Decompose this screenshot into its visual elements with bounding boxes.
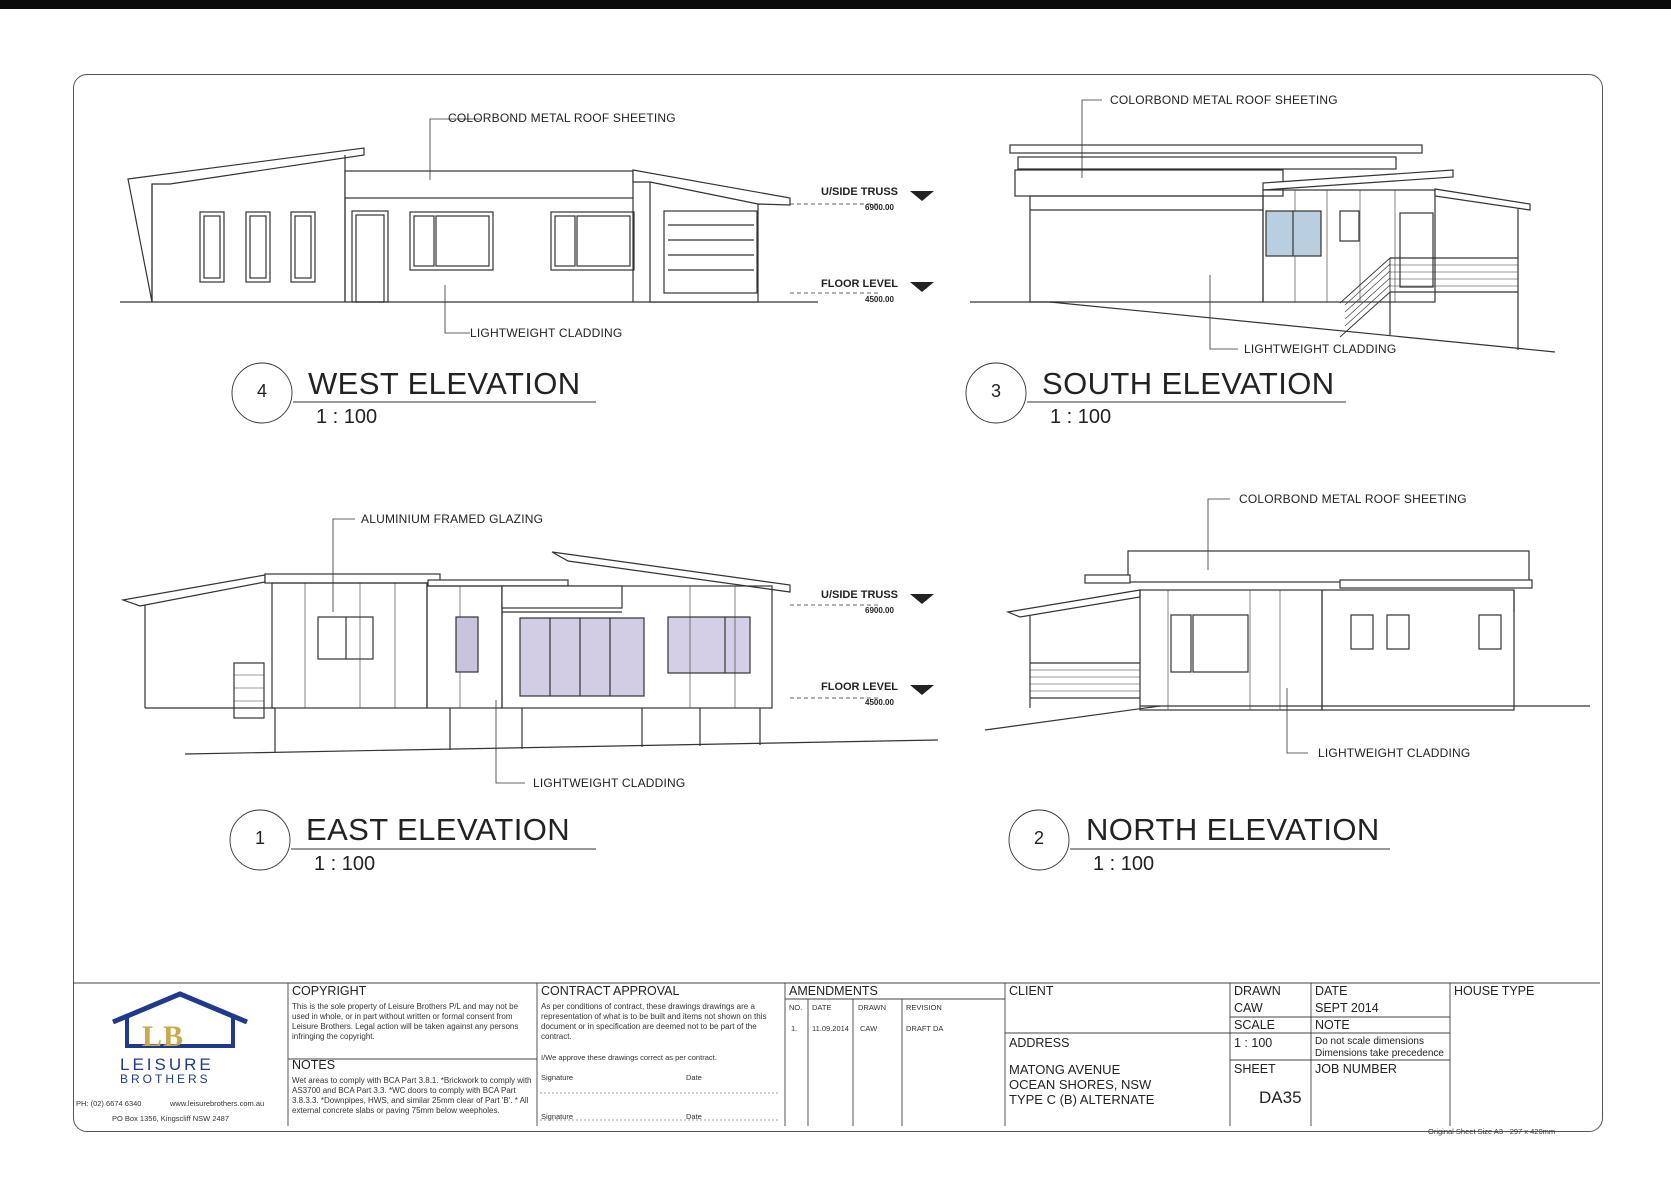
west-cladding-label: LIGHTWEIGHT CLADDING [470,326,623,340]
south-scale: 1 : 100 [1050,406,1112,428]
east-floor-value: 4500.00 [865,698,894,707]
amend-col-drawn: DRAWN [858,1003,887,1012]
company-website: www.leisurebrothers.com.au [170,1099,265,1108]
job-number-heading: JOB NUMBER [1315,1062,1397,1076]
date-value: SEPT 2014 [1315,1001,1379,1015]
west-title: WEST ELEVATION [308,366,581,401]
east-title: EAST ELEVATION [306,812,571,847]
east-glazing-label: ALUMINIUM FRAMED GLAZING [361,512,544,526]
amend-row-drawn: CAW [860,1024,878,1033]
client-heading: CLIENT [1009,984,1054,998]
amend-row-revision: DRAFT DA [906,1024,944,1033]
company-po-box: PO Box 1356, Kingscliff NSW 2487 [112,1114,230,1123]
north-view-number: 2 [1033,828,1044,848]
address-line-3: TYPE C (B) ALTERNATE [1009,1092,1155,1107]
company-phone: PH: (02) 6674 6340 [76,1099,142,1108]
amend-col-date: DATE [812,1003,832,1012]
west-floor-label: FLOOR LEVEL [821,278,898,290]
east-scale: 1 : 100 [314,853,376,875]
east-cladding-label: LIGHTWEIGHT CLADDING [533,776,686,790]
top-scan-border [0,0,1671,9]
date-heading: DATE [1315,984,1348,998]
date-label-2: Date [686,1112,702,1121]
contract-text: As per conditions of contract, these dra… [541,1002,767,1041]
sheet-value: DA35 [1259,1088,1302,1107]
north-roof-label: COLORBOND METAL ROOF SHEETING [1239,492,1467,506]
amendments-heading: AMENDMENTS [789,984,878,998]
west-floor-value: 4500.00 [865,295,894,304]
address-line-2: OCEAN SHORES, NSW [1009,1077,1152,1092]
notes-heading: NOTES [292,1058,336,1072]
amend-col-no: NO. [789,1003,803,1012]
address-line-1: MATONG AVENUE [1009,1062,1121,1077]
east-truss-label: U/SIDE TRUSS [821,589,899,601]
sheet-size-note: Original Sheet Size A3 - 297 x 420mm [1428,1127,1556,1136]
west-view-number: 4 [256,381,267,401]
logo-initials: LB [142,1020,185,1053]
drawn-value: CAW [1234,1001,1263,1015]
drawing-sheet-frame [73,74,1603,1132]
west-truss-label: U/SIDE TRUSS [821,186,899,198]
leisure-brothers-logo [112,991,248,1048]
south-roof-label: COLORBOND METAL ROOF SHEETING [1110,93,1338,107]
logo-line1: LEISURE [120,1055,214,1074]
contract-approve: I/We approve these drawings correct as p… [541,1053,717,1062]
notes-text: Wet areas to comply with BCA Part 3.8.1.… [292,1076,532,1115]
west-scale: 1 : 100 [316,406,378,428]
drawn-heading: DRAWN [1234,984,1281,998]
south-cladding-label: LIGHTWEIGHT CLADDING [1244,342,1397,356]
east-truss-value: 6900.00 [865,606,894,615]
south-title: SOUTH ELEVATION [1042,366,1335,401]
signature-label-2: Signature [541,1112,574,1121]
amend-col-revision: REVISION [906,1003,942,1012]
note-heading: NOTE [1315,1018,1350,1032]
north-cladding-label: LIGHTWEIGHT CLADDING [1318,746,1471,760]
contract-heading: CONTRACT APPROVAL [541,984,680,998]
east-floor-label: FLOOR LEVEL [821,681,898,693]
east-view-number: 1 [254,828,265,848]
amend-row-no: 1. [791,1024,798,1033]
logo-line2: BROTHERS [120,1072,211,1086]
note-line-2: Dimensions take precedence [1315,1048,1444,1059]
note-line-1: Do not scale dimensions [1315,1036,1424,1047]
west-truss-value: 6900.00 [865,203,894,212]
copyright-text: This is the sole property of Leisure Bro… [292,1002,519,1041]
west-roof-label: COLORBOND METAL ROOF SHEETING [448,111,676,125]
house-type-heading: HOUSE TYPE [1454,984,1535,998]
scale-heading: SCALE [1234,1018,1275,1032]
date-label-1: Date [686,1073,702,1082]
signature-label-1: Signature [541,1073,574,1082]
south-view-number: 3 [990,381,1001,401]
copyright-heading: COPYRIGHT [292,984,367,998]
amend-row-date: 11.09.2014 [812,1024,849,1033]
north-scale: 1 : 100 [1093,853,1155,875]
north-title: NORTH ELEVATION [1086,812,1380,847]
sheet-heading: SHEET [1234,1062,1276,1076]
address-heading: ADDRESS [1009,1036,1070,1050]
scale-value: 1 : 100 [1234,1036,1273,1050]
